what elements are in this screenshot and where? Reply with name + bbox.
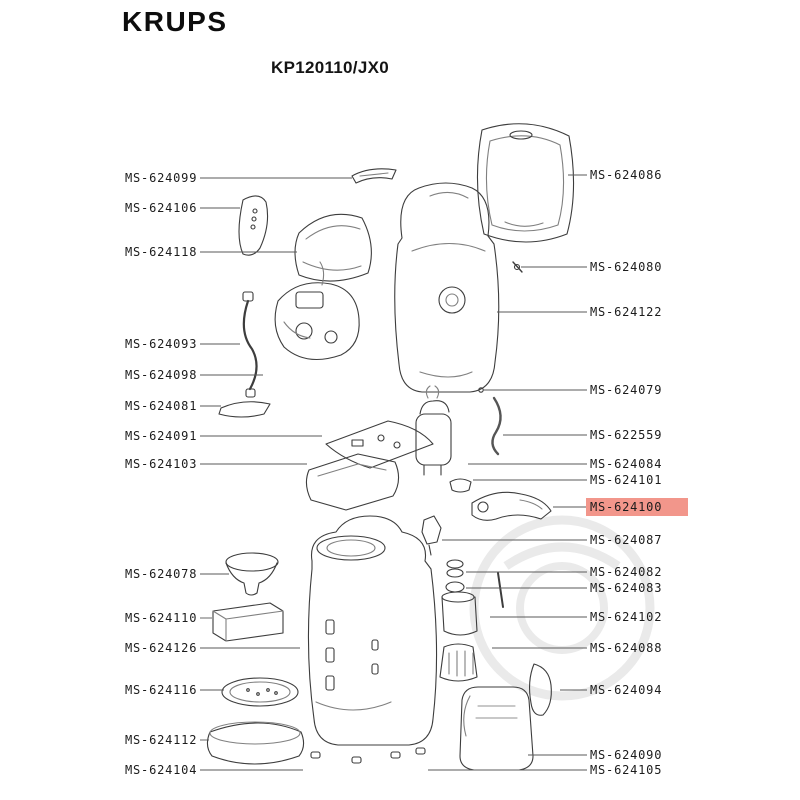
part-label-ms-624094: MS-624094 [590, 683, 663, 697]
part-label-ms-624098: MS-624098 [125, 368, 198, 382]
part-label-ms-624126: MS-624126 [125, 641, 198, 655]
part-injector [421, 515, 442, 556]
part-finned-cone [439, 643, 478, 682]
part-side-bracket [238, 195, 269, 256]
part-connector [449, 478, 472, 493]
part-drip-tray [206, 721, 305, 765]
part-label-ms-624104: MS-624104 [125, 763, 198, 777]
part-pump [415, 385, 452, 476]
part-brew-unit [274, 261, 360, 361]
part-label-ms-624086: MS-624086 [590, 168, 663, 182]
part-label-ms-624101: MS-624101 [590, 473, 663, 487]
part-main-shell [394, 182, 500, 393]
part-handle-strip [351, 168, 397, 184]
part-label-ms-624116: MS-624116 [125, 683, 198, 697]
part-seal-rings [445, 559, 465, 593]
part-side-panel [528, 663, 552, 716]
part-label-ms-624112: MS-624112 [125, 733, 198, 747]
part-rear-panel [476, 123, 575, 243]
part-label-ms-624078: MS-624078 [125, 567, 198, 581]
part-screw-top [512, 261, 523, 273]
part-label-ms-624088: MS-624088 [590, 641, 663, 655]
part-label-ms-624084: MS-624084 [590, 457, 663, 471]
part-label-ms-624080: MS-624080 [590, 260, 663, 274]
part-tank-support [305, 453, 400, 511]
part-label-ms-624122: MS-624122 [590, 305, 663, 319]
part-label-ms-624099: MS-624099 [125, 171, 198, 185]
part-label-ms-624100: MS-624100 [586, 498, 689, 516]
part-funnel [225, 552, 279, 596]
part-lever-assembly [471, 491, 552, 521]
part-label-ms-624090: MS-624090 [590, 748, 663, 762]
watermark-emblem [469, 515, 655, 701]
part-label-ms-624093: MS-624093 [125, 337, 198, 351]
part-label-ms-624083: MS-624083 [590, 581, 663, 595]
part-label-ms-624087: MS-624087 [590, 533, 663, 547]
brand-logo: KRUPS [122, 6, 228, 37]
part-water-tank [459, 686, 534, 771]
part-flat-plate [218, 401, 271, 418]
part-drip-grid [221, 677, 299, 707]
part-pin [497, 572, 504, 608]
model-title: KP120110/JX0 [271, 58, 389, 77]
part-label-ms-624103: MS-624103 [125, 457, 198, 471]
part-capsule-holder [441, 591, 478, 636]
part-label-ms-624106: MS-624106 [125, 201, 198, 215]
part-top-cover [294, 213, 372, 282]
part-label-ms-624110: MS-624110 [125, 611, 198, 625]
part-label-ms-624118: MS-624118 [125, 245, 198, 259]
part-pcb-board [325, 420, 434, 469]
part-drawer [212, 602, 284, 642]
leader-lines [200, 174, 587, 771]
part-hose [491, 396, 502, 456]
part-label-ms-624079: MS-624079 [590, 383, 663, 397]
part-label-ms-624081: MS-624081 [125, 399, 198, 413]
part-label-ms-624091: MS-624091 [125, 429, 198, 443]
part-feet [310, 747, 426, 764]
part-label-ms-624082: MS-624082 [590, 565, 663, 579]
part-label-ms-624102: MS-624102 [590, 610, 663, 624]
part-label-ms-624105: MS-624105 [590, 763, 663, 777]
part-label-ms-622559: MS-622559 [590, 428, 663, 442]
part-silicone-tube [242, 291, 258, 398]
part-front-body [307, 515, 438, 746]
